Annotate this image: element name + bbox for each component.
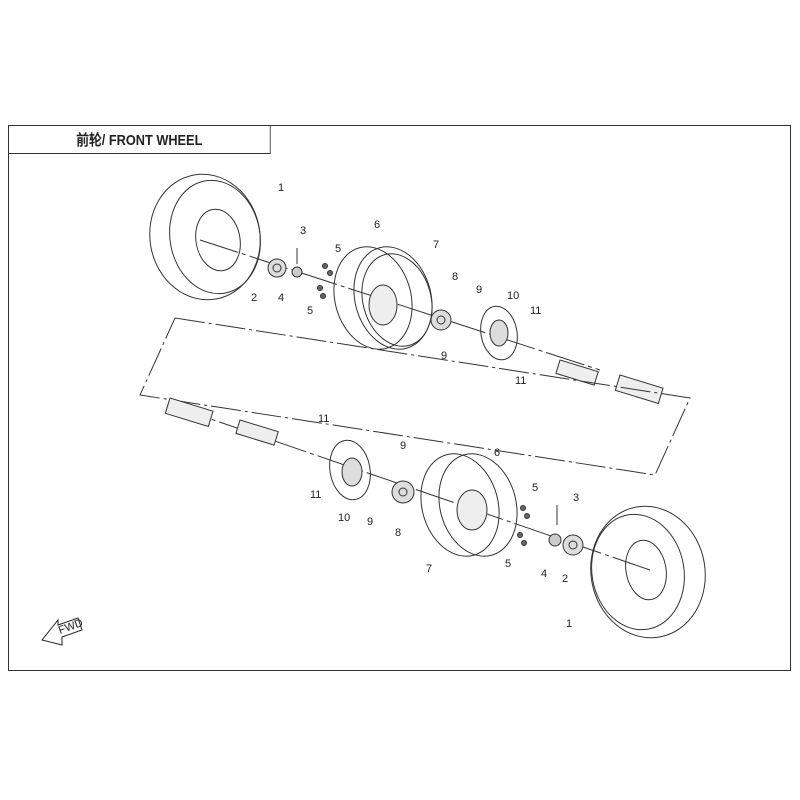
nut-top (291, 266, 303, 278)
callout: 9 (367, 516, 373, 528)
callout: 8 (395, 527, 401, 539)
callout: 5 (307, 305, 313, 317)
nut-bottom (548, 533, 562, 547)
page-title: 前轮/ FRONT WHEEL (8, 125, 271, 154)
callout: 9 (441, 350, 447, 362)
callout: 2 (562, 573, 568, 585)
tire-top (149, 173, 261, 301)
tire-bottom (590, 505, 706, 639)
callout: 11 (310, 489, 321, 501)
callout: 6 (494, 447, 500, 459)
callout: 3 (573, 492, 579, 504)
rim-top (333, 246, 433, 350)
top-wheel-assembly (149, 173, 664, 405)
callout: 4 (278, 292, 284, 304)
callout: 5 (335, 243, 341, 255)
hub-cap-top (267, 258, 287, 278)
brake-disc-bottom (329, 439, 371, 501)
callout: 3 (300, 225, 306, 237)
bottom-wheel-assembly (164, 397, 706, 639)
drive-shaft-right (555, 359, 664, 405)
callout: 7 (433, 239, 439, 251)
callout: 10 (507, 290, 519, 302)
callout: 2 (251, 292, 257, 304)
connection-outline (139, 317, 691, 476)
callout: 11 (318, 413, 329, 425)
callout: 11 (515, 375, 526, 387)
callout: 9 (476, 284, 482, 296)
callout: 1 (566, 618, 572, 630)
callout: 5 (532, 482, 538, 494)
callout: 8 (452, 271, 458, 283)
callout: 11 (530, 305, 541, 317)
hub-cap-bottom (562, 534, 584, 556)
callout: 4 (541, 568, 547, 580)
rim-bottom (420, 453, 518, 557)
callout: 10 (338, 512, 350, 524)
drive-shaft-left (164, 397, 279, 446)
callout-labels: 1 3 2 4 5 5 6 7 8 9 9 10 11 11 11 11 9 9… (251, 182, 579, 630)
diagram-frame (8, 125, 791, 671)
fwd-arrow-icon: FWD (41, 617, 85, 646)
brake-disc-top (480, 305, 518, 361)
lug-nuts-top (317, 263, 333, 299)
hub-bottom (391, 480, 415, 504)
callout: 5 (505, 558, 511, 570)
callout: 6 (374, 219, 380, 231)
callout: 9 (400, 440, 406, 452)
callout: 1 (278, 182, 284, 194)
lug-nuts-bottom (517, 505, 530, 546)
hub-top (430, 309, 452, 331)
callout: 7 (426, 563, 432, 575)
